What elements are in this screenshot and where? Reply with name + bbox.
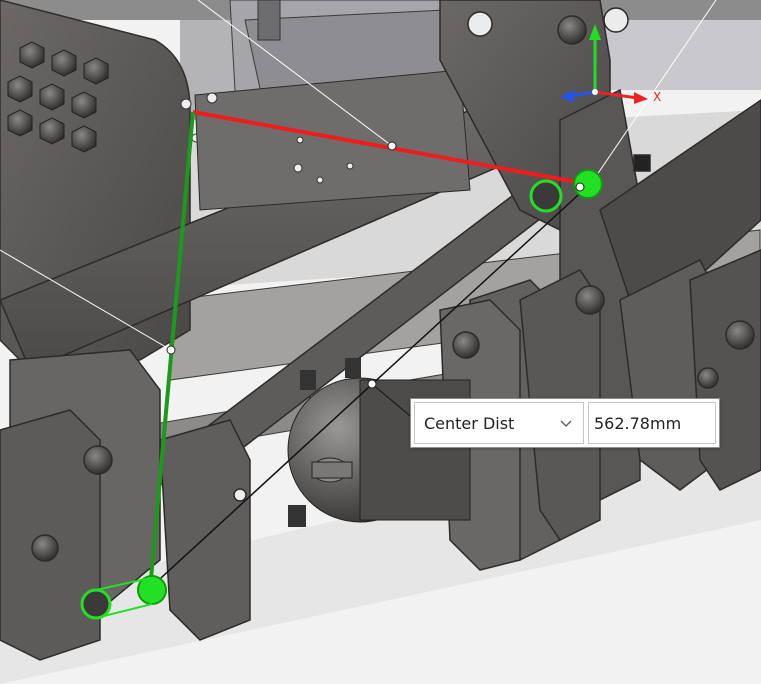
perforated-bracket <box>194 69 471 211</box>
measure-popup: Center Dist 562.78mm <box>410 398 720 448</box>
measure-type-label: Center Dist <box>424 413 515 433</box>
coordinate-triad <box>560 24 648 104</box>
measure-value-field[interactable]: 562.78mm <box>588 402 716 444</box>
chevron-down-icon <box>560 420 572 427</box>
measure-type-dropdown[interactable]: Center Dist <box>414 402 584 444</box>
measure-value-text: 562.78mm <box>594 413 682 433</box>
triad-x-label: X <box>653 90 662 104</box>
measurement-overlay <box>0 0 717 620</box>
left-lower-plates <box>0 349 251 661</box>
